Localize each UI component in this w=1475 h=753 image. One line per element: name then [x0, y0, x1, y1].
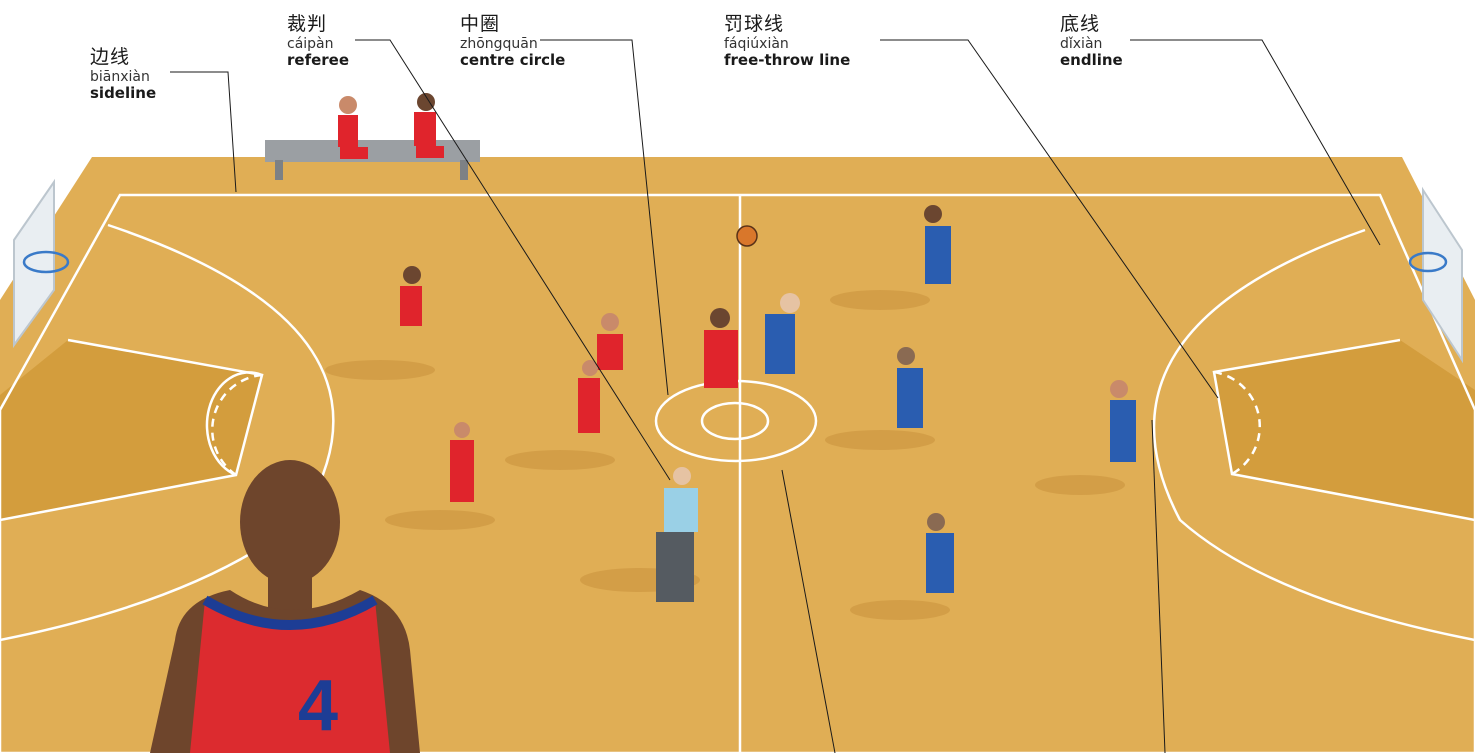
label-endline: 底线 dǐxiàn endline — [1060, 13, 1123, 69]
left-key — [0, 340, 262, 520]
label-pinyin: biānxiàn — [90, 68, 150, 85]
label-zh: 底线 — [1060, 13, 1101, 35]
player-red-jumper — [704, 308, 738, 388]
label-zh: 中圈 — [460, 13, 501, 35]
player-blue-4 — [926, 513, 954, 593]
player-red-4 — [450, 422, 474, 502]
label-english: centre circle — [460, 50, 566, 69]
label-zh: 裁判 — [287, 13, 328, 35]
label-zh: 罚球线 — [724, 13, 785, 35]
player-blue-3 — [1110, 380, 1136, 462]
left-backboard — [13, 178, 70, 349]
jersey-number: 4 — [298, 666, 338, 746]
referee-figure — [656, 467, 698, 602]
court-lines — [0, 193, 1475, 753]
leader-lines — [170, 39, 1381, 753]
right-backboard — [1408, 186, 1463, 364]
player-red-3 — [578, 360, 600, 433]
label-english: free-throw line — [724, 50, 851, 69]
right-key — [1214, 340, 1475, 520]
label-english: referee — [287, 50, 350, 69]
basketball — [736, 225, 758, 247]
bench-player-2 — [414, 93, 444, 158]
label-centre-circle: 中圈 zhōngquān centre circle — [460, 13, 566, 69]
foreground-player — [150, 460, 420, 753]
label-pinyin: dǐxiàn — [1060, 35, 1103, 52]
label-free-throw-line: 罚球线 fáqiúxiàn free-throw line — [724, 13, 851, 69]
label-sideline: 边线 biānxiàn sideline — [90, 46, 157, 102]
player-red-2 — [597, 313, 623, 370]
label-pinyin: zhōngquān — [460, 35, 538, 52]
player-blue-jumper — [765, 293, 800, 374]
label-english: sideline — [90, 83, 157, 102]
label-pinyin: fáqiúxiàn — [724, 35, 789, 52]
player-red-1 — [400, 266, 422, 326]
label-pinyin: cáipàn — [287, 35, 334, 52]
team-bench — [265, 140, 480, 162]
player-blue-2 — [897, 347, 923, 428]
label-zh: 边线 — [90, 46, 131, 68]
label-referee: 裁判 cáipàn referee — [287, 13, 350, 69]
red-team-players — [338, 93, 738, 502]
blue-team-players — [765, 205, 1136, 593]
label-english: endline — [1060, 50, 1123, 69]
bench-player-1 — [338, 96, 368, 159]
player-blue-1 — [924, 205, 951, 284]
